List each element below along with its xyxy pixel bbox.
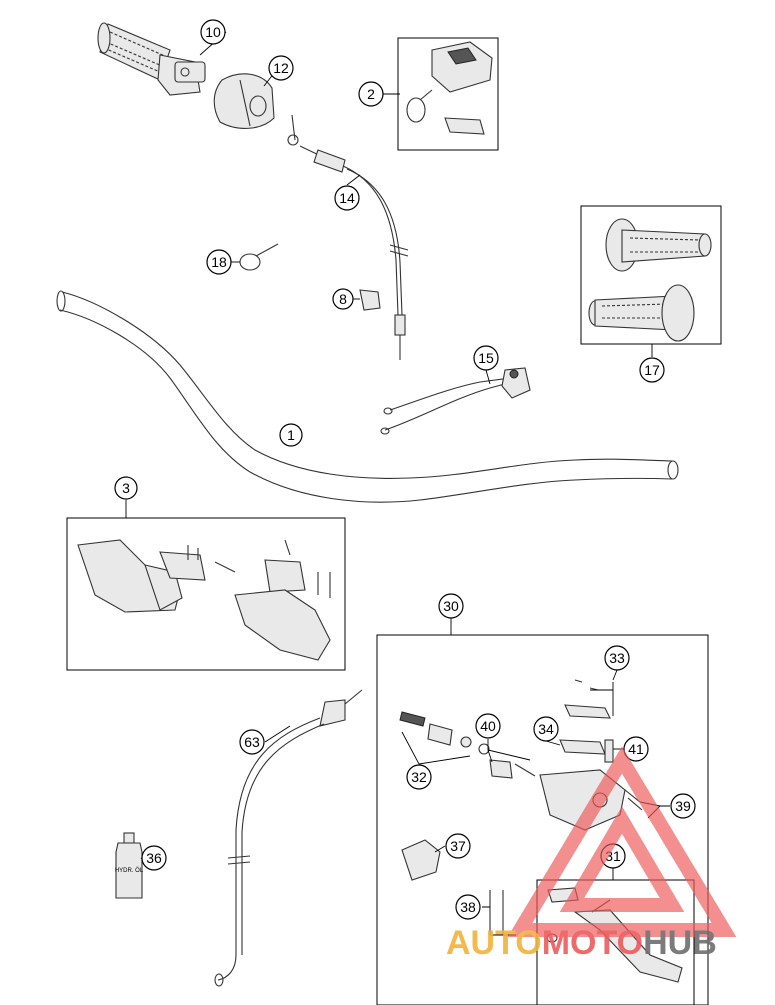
brake-line (214, 689, 363, 987)
callout-18: 18 (206, 249, 232, 275)
grip-set (580, 205, 722, 345)
leader-lines (125, 31, 670, 936)
svg-text:34: 34 (538, 721, 554, 737)
svg-text:63: 63 (244, 734, 260, 750)
svg-text:17: 17 (644, 362, 660, 378)
kill-switch (380, 367, 531, 435)
svg-text:38: 38 (460, 899, 476, 915)
svg-text:40: 40 (480, 718, 496, 734)
cable-tie (239, 243, 279, 271)
callout-1: 1 (279, 423, 303, 447)
svg-text:32: 32 (411, 769, 427, 785)
svg-text:10: 10 (205, 24, 221, 40)
callout-34: 34 (533, 716, 559, 742)
svg-text:18: 18 (211, 254, 227, 270)
svg-text:41: 41 (628, 741, 644, 757)
callout-39: 39 (670, 793, 696, 819)
svg-text:33: 33 (609, 650, 625, 666)
callout-8: 8 (332, 288, 354, 310)
svg-text:3: 3 (122, 480, 130, 496)
watermark: AUTOMOTOHUB (446, 746, 737, 962)
svg-text:12: 12 (273, 60, 289, 76)
callout-63: 63 (239, 729, 265, 755)
cable-clip (359, 289, 381, 311)
handlebar (56, 290, 679, 503)
svg-text:36: 36 (146, 850, 162, 866)
callout-36: 36 (141, 845, 167, 871)
svg-text:8: 8 (339, 291, 347, 307)
callout-3: 3 (114, 476, 138, 500)
callout-38: 38 (455, 894, 481, 920)
switch-kit (397, 37, 499, 151)
callout-17: 17 (639, 357, 665, 383)
svg-text:14: 14 (339, 190, 355, 206)
callout-40: 40 (475, 713, 501, 739)
svg-text:1: 1 (287, 427, 295, 443)
callout-37: 37 (445, 833, 471, 859)
svg-text:2: 2 (367, 86, 375, 102)
bottle-label: HYDR. ÖL (115, 867, 144, 874)
throttle-cable (287, 114, 409, 360)
watermark-text: AUTOMOTOHUB (446, 924, 717, 962)
handguard-kit (66, 517, 346, 671)
svg-text:15: 15 (478, 350, 494, 366)
svg-text:39: 39 (675, 798, 691, 814)
watermark-triangle (507, 746, 737, 937)
oil-bottle: HYDR. ÖL (115, 832, 144, 899)
callout-32: 32 (406, 764, 432, 790)
callout-15: 15 (473, 345, 499, 371)
throttle-grip (97, 22, 206, 96)
svg-text:37: 37 (450, 838, 466, 854)
throttle-housing (213, 73, 275, 129)
callout-33: 33 (604, 645, 630, 671)
callout-41: 41 (623, 736, 649, 762)
callout-14: 14 (334, 185, 360, 211)
callout-10: 10 (200, 19, 226, 45)
callout-2: 2 (358, 81, 384, 107)
svg-text:30: 30 (443, 598, 459, 614)
callout-30: 30 (438, 593, 464, 619)
callout-12: 12 (268, 55, 294, 81)
